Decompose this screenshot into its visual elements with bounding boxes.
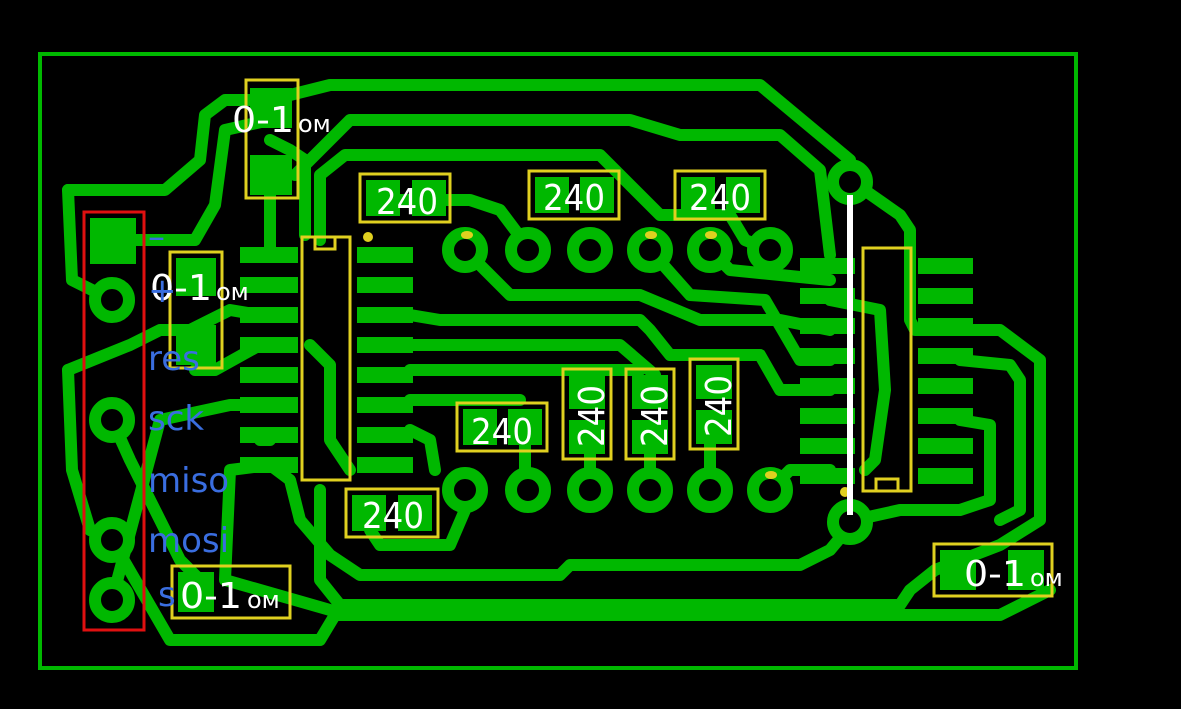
- connector-pin-labels: – + res sck miso mosi s: [148, 217, 229, 615]
- resistor-240-c: 240: [673, 169, 767, 221]
- resistor-value: 0-1: [150, 268, 212, 309]
- resistor-240-a: 240: [358, 172, 452, 224]
- pin-label-gnd: –: [148, 217, 165, 257]
- pin-label-sck: sck: [148, 399, 204, 439]
- resistor-top-left: 0-1 ом: [232, 78, 331, 200]
- pin-label-miso: miso: [148, 461, 229, 501]
- resistor-value: 240: [543, 178, 605, 219]
- resistor-240-g: 240: [624, 367, 676, 461]
- ic-left: [240, 232, 413, 482]
- resistor-240-h: 240: [688, 357, 740, 451]
- resistor-value: 0-1: [964, 554, 1026, 595]
- connector-outline: [82, 210, 146, 632]
- resistor-value: 0-1: [180, 576, 242, 617]
- resistor-240-f: 240: [561, 367, 613, 461]
- resistor-unit: ом: [247, 586, 280, 614]
- ic-right: [800, 246, 973, 497]
- header-bottom-row: [442, 467, 793, 513]
- resistor-bottom-left: 0-1 ом: [170, 564, 292, 620]
- resistor-value: 240: [376, 182, 438, 223]
- resistor-value: 240: [699, 375, 740, 437]
- board-outline: [38, 52, 1078, 670]
- resistor-unit: ом: [1030, 564, 1063, 592]
- resistor-value: 240: [471, 412, 533, 453]
- resistor-240-e: 240: [344, 487, 440, 539]
- resistor-240-b: 240: [527, 169, 621, 221]
- resistor-value: 240: [635, 385, 676, 447]
- resistor-value: 0-1: [232, 100, 294, 141]
- pin-label-vcc: +: [148, 271, 177, 311]
- capacitor: [827, 159, 873, 545]
- pin-label-s: s: [158, 575, 176, 615]
- resistor-bottom-right: 0-1 ом: [932, 542, 1063, 598]
- resistor-value: 240: [689, 178, 751, 219]
- resistor-value: 240: [362, 496, 424, 537]
- header-top-row: [442, 227, 793, 273]
- resistor-left: 0-1 ом: [150, 250, 249, 370]
- pin-label-mosi: mosi: [148, 521, 229, 561]
- connector-pads: [89, 218, 136, 623]
- resistor-240-d: 240: [455, 401, 549, 453]
- resistor-value: 240: [572, 385, 613, 447]
- resistor-unit: ом: [216, 278, 249, 306]
- pin-label-res: res: [148, 339, 200, 379]
- resistor-unit: ом: [298, 110, 331, 138]
